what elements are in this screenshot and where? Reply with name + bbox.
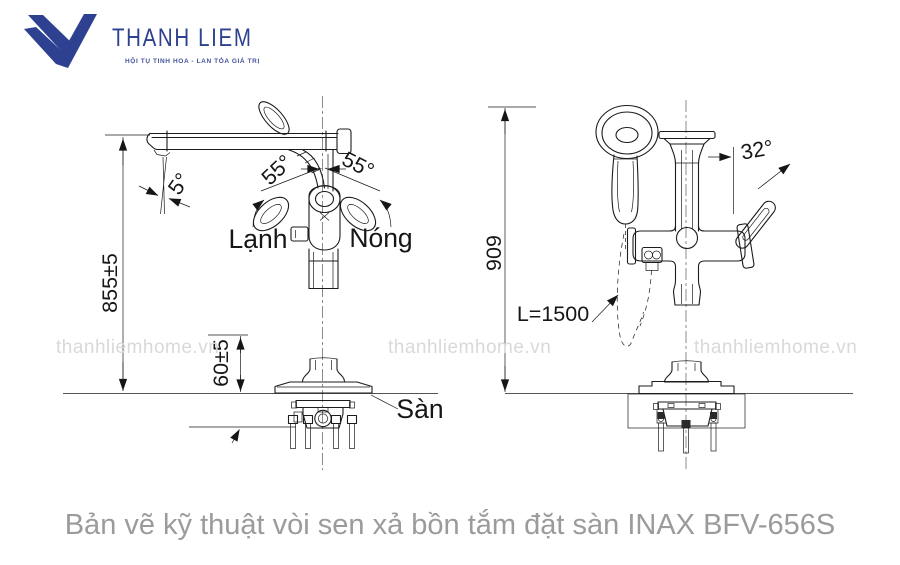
dim-label-60: 60±5	[209, 339, 233, 387]
front-cold-hot-labels: Lạnh Nóng	[229, 199, 413, 254]
dim-label-909: 909	[482, 235, 506, 271]
label-hot: Nóng	[349, 223, 412, 253]
front-rough-in	[189, 399, 358, 449]
brand-tagline: HỘI TỤ TINH HOA - LAN TỎA GIÁ TRỊ	[125, 58, 260, 65]
brand-text-block: THANH LIEM HỘI TỤ TINH HOA - LAN TỎA GIÁ…	[112, 12, 283, 65]
front-spout-arm	[146, 128, 352, 157]
front-view-figure: 5° 55° 55°	[63, 96, 444, 470]
front-dim-855: 855±5	[98, 134, 150, 391]
label-floor: Sàn	[396, 394, 443, 424]
dim-label-32: 32°	[739, 135, 775, 164]
bolt-head	[710, 412, 717, 419]
side-rough-in	[627, 393, 746, 454]
watermark: thanhliemhome.vn	[56, 337, 220, 358]
side-base	[638, 360, 735, 395]
dim-label-spout-angle: 5°	[163, 169, 194, 200]
side-hose: L=1500	[517, 233, 652, 347]
bolt-head	[681, 420, 691, 428]
front-dim-60: 60±5	[208, 334, 248, 392]
front-neck	[288, 149, 334, 192]
technical-drawing-canvas: 5° 55° 55°	[63, 96, 853, 470]
side-lower-column	[672, 280, 702, 306]
side-column	[658, 130, 716, 232]
front-bolts	[287, 414, 358, 449]
side-hand-shower	[595, 104, 663, 271]
brand-name: THANH LIEM	[112, 24, 253, 52]
caption: Bản vẽ kỹ thuật vòi sen xả bồn tắm đặt s…	[64, 509, 836, 541]
front-floor-label: Sàn	[370, 394, 444, 424]
side-lever	[735, 200, 776, 249]
front-base	[274, 357, 373, 394]
front-spout-angle-detail: 5°	[138, 156, 195, 215]
dim-label-855: 855±5	[98, 253, 122, 313]
bolt-head	[657, 412, 665, 419]
brand-logo: THANH LIEM HỘI TỤ TINH HOA - LAN TỎA GIÁ…	[24, 12, 283, 70]
side-view-figure: 909	[482, 100, 853, 470]
brand-logo-v-icon	[24, 14, 97, 68]
watermark: thanhliemhome.vn	[694, 337, 858, 358]
front-lower-column	[308, 248, 339, 290]
dim-label-hose-length: L=1500	[517, 302, 589, 326]
label-cold: Lạnh	[229, 224, 288, 254]
front-valve-body	[252, 184, 377, 251]
side-dim-909: 909	[482, 106, 536, 392]
front-handle-angle-detail: 55° 55°	[257, 147, 381, 192]
dim-label-angle-right: 55°	[338, 147, 378, 183]
side-cross-body	[626, 223, 755, 282]
watermark: thanhliemhome.vn	[388, 337, 552, 358]
side-lever-angle-detail: 32°	[708, 135, 791, 214]
front-top-handle	[258, 101, 290, 135]
dim-label-angle-left: 55°	[257, 150, 297, 190]
